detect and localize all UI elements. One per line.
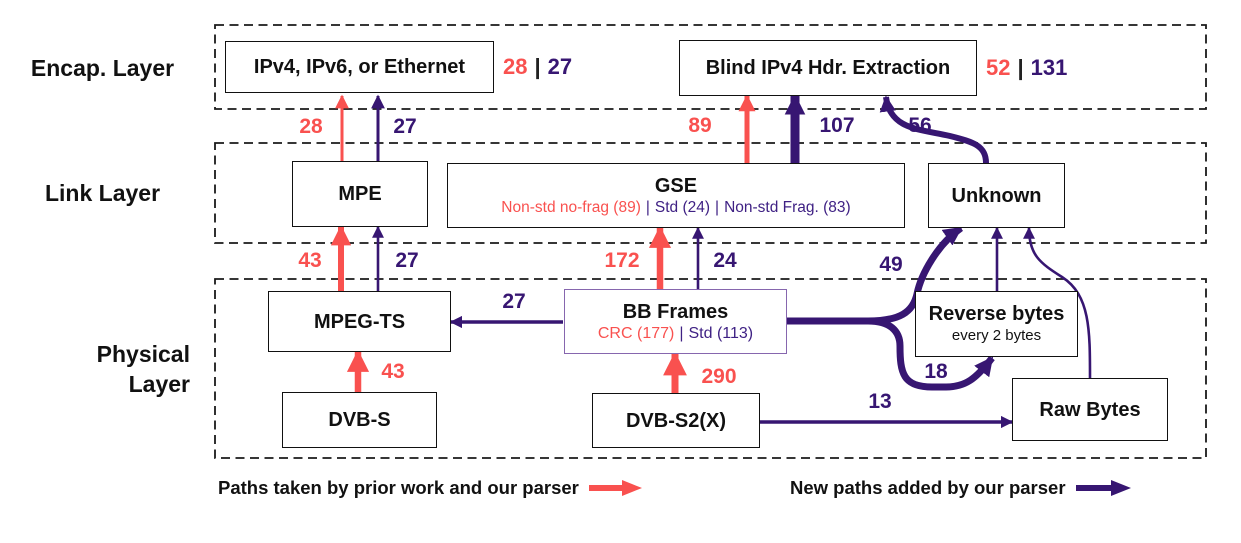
gse-nonstd-nofrag-count: Non-std no-frag (89) [501, 198, 641, 216]
ipv4-prior-count: 28 [503, 54, 528, 79]
separator: | [715, 198, 720, 216]
blind-stats: 52 | 131 [986, 55, 1067, 81]
edge-label-bb-to-gse-prior: 172 [604, 249, 640, 272]
edge-label-mpe-to-ipv4-new: 27 [393, 115, 417, 138]
node-ipv4-ipv6-ethernet: IPv4, IPv6, or Ethernet [225, 41, 494, 93]
edge-label-bb-to-reverse: 18 [924, 360, 948, 383]
node-blind-ipv4-extraction: Blind IPv4 Hdr. Extraction [679, 40, 977, 96]
node-title: MPE [338, 183, 382, 205]
separator: | [534, 54, 541, 79]
link-layer-label: Link Layer [44, 180, 161, 206]
node-gse: GSE Non-std no-frag (89) | Std (24) | No… [447, 163, 905, 228]
node-title: IPv4, IPv6, or Ethernet [253, 56, 466, 78]
edge-label-dvbs2-to-bb: 290 [701, 365, 737, 388]
node-bb-frames: BB Frames CRC (177) | Std (113) [564, 289, 787, 354]
legend-prior-paths: Paths taken by prior work and our parser [218, 477, 643, 499]
edge-label-gse-to-blind-prior: 89 [688, 114, 712, 137]
reverse-bytes-note: every 2 bytes [951, 327, 1042, 344]
node-mpeg-ts: MPEG-TS [268, 291, 451, 352]
physical-layer-label: Physical Layer [96, 341, 190, 397]
node-reverse-bytes: Reverse bytes every 2 bytes [915, 291, 1078, 357]
bb-crc-count: CRC (177) [597, 324, 675, 342]
gse-nonstd-frag-count: Non-std Frag. (83) [724, 198, 851, 216]
bb-variant-counts: CRC (177) | Std (113) [598, 324, 753, 343]
node-title: MPEG-TS [313, 310, 406, 333]
red-arrow-icon [588, 480, 642, 496]
edge-label-bb-to-gse-new: 24 [713, 249, 737, 272]
arrow-bb-to-reverse [867, 317, 995, 391]
node-title: BB Frames [622, 300, 729, 323]
node-unknown: Unknown [928, 163, 1065, 228]
node-mpe: MPE [292, 161, 428, 227]
separator: | [1017, 55, 1024, 80]
node-title: Blind IPv4 Hdr. Extraction [705, 57, 951, 79]
ipv4-new-count: 27 [547, 54, 573, 79]
gse-std-count: Std (24) [654, 198, 711, 216]
arrow-rawbytes-to-unknown [1023, 226, 1092, 379]
encap-layer-label: Encap. Layer [30, 55, 175, 81]
gse-variant-counts: Non-std no-frag (89) | Std (24) | Non-st… [501, 198, 850, 217]
edge-label-bb-to-mpegts: 27 [502, 290, 526, 313]
edge-label-dvbs-to-mpegts: 43 [381, 360, 405, 383]
node-title: GSE [654, 174, 698, 197]
edge-label-bb-to-unknown: 49 [879, 253, 903, 276]
edge-label-unknown-to-blind: 56 [908, 114, 932, 137]
edge-label-mpe-to-ipv4-prior: 28 [299, 115, 323, 138]
blind-prior-count: 52 [986, 55, 1011, 80]
arrow-unknown-to-blind [879, 95, 989, 164]
edge-label-mpegts-to-mpe-new: 27 [395, 249, 419, 272]
encap-layer-band [214, 24, 1207, 110]
edge-label-dvbs2-to-raw: 13 [868, 390, 892, 413]
node-raw-bytes: Raw Bytes [1012, 378, 1168, 441]
blind-new-count: 131 [1030, 55, 1068, 80]
node-title: Reverse bytes [928, 303, 1065, 325]
legend-new-paths: New paths added by our parser [790, 477, 1132, 499]
separator: | [679, 324, 684, 342]
node-title: Raw Bytes [1039, 398, 1141, 421]
bb-std-count: Std (113) [688, 324, 754, 342]
ipv4-stats: 28 | 27 [503, 54, 572, 80]
node-title: Unknown [951, 184, 1042, 207]
node-title: DVB-S2(X) [625, 409, 726, 432]
node-dvb-s: DVB-S [282, 392, 437, 448]
physical-layer-band [214, 278, 1207, 459]
legend-prior-label: Paths taken by prior work and our parser [218, 477, 579, 498]
separator: | [645, 198, 650, 216]
node-dvb-s2x: DVB-S2(X) [592, 393, 760, 448]
legend-new-label: New paths added by our parser [790, 477, 1066, 498]
edge-label-gse-to-blind-new: 107 [819, 114, 855, 137]
purple-arrow-icon [1075, 480, 1131, 496]
edge-label-mpegts-to-mpe-prior: 43 [298, 249, 322, 272]
link-layer-band [214, 142, 1207, 244]
node-title: DVB-S [328, 409, 391, 431]
